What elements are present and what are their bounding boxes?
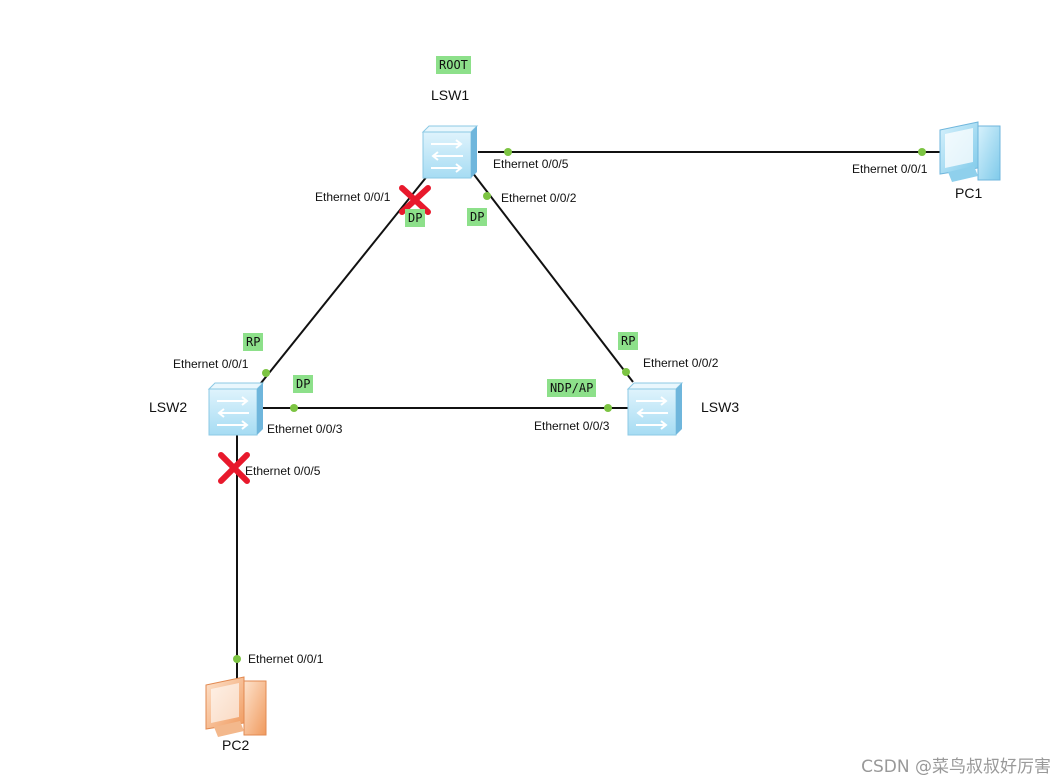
port-label-lsw1-e002: Ethernet 0/0/2 [501,191,577,205]
role-tag-lsw1-e002: DP [467,208,488,226]
port-dots [233,148,926,663]
pc-icon[interactable] [939,121,1001,182]
port-label-lsw2-e001: Ethernet 0/0/1 [173,357,249,371]
port-label-pc1-e001: Ethernet 0/0/1 [852,162,928,176]
device-label-lsw1: LSW1 [431,87,470,103]
port-label-lsw2-e003: Ethernet 0/0/3 [267,422,343,436]
port-dot[interactable] [622,368,630,376]
role-tag-lsw3-e003: NDP/AP [547,379,597,397]
link-lsw1-lsw2[interactable] [256,174,429,389]
pc-icon[interactable] [205,676,267,737]
port-dot[interactable] [918,148,926,156]
device-label-lsw3: LSW3 [701,399,740,415]
port-dot[interactable] [604,404,612,412]
device-label-lsw2: LSW2 [149,399,188,415]
blocked-port-icon [218,452,250,484]
links [236,151,940,683]
role-tag-lsw3-e002: RP [618,332,639,350]
port-dot[interactable] [504,148,512,156]
watermark: CSDN @菜鸟叔叔好厉害 [861,757,1051,777]
switch-icon[interactable] [626,382,684,436]
switch-icon[interactable] [207,382,265,436]
role-tag-lsw1-e001: DP [405,209,426,227]
switch-icon[interactable] [421,125,479,179]
device-label-pc2: PC2 [222,737,250,753]
device-label-pc1: PC1 [955,185,983,201]
port-dot[interactable] [233,655,241,663]
port-label-lsw3-e003: Ethernet 0/0/3 [534,419,610,433]
port-label-lsw2-e005: Ethernet 0/0/5 [245,464,321,478]
port-label-pc2-e001: Ethernet 0/0/1 [248,652,324,666]
port-dot[interactable] [290,404,298,412]
blocked-port-icon [399,185,431,215]
port-label-lsw1-e001: Ethernet 0/0/1 [315,190,391,204]
role-tag-lsw2-e001: RP [243,333,264,351]
link-lsw1-lsw3[interactable] [471,171,634,383]
port-label-lsw1-e005: Ethernet 0/0/5 [493,157,569,171]
root-tag: ROOT [436,56,471,74]
role-tag-lsw2-e003: DP [293,375,314,393]
port-dot[interactable] [262,369,270,377]
port-label-lsw3-e002: Ethernet 0/0/2 [643,356,719,370]
port-dot[interactable] [483,192,491,200]
